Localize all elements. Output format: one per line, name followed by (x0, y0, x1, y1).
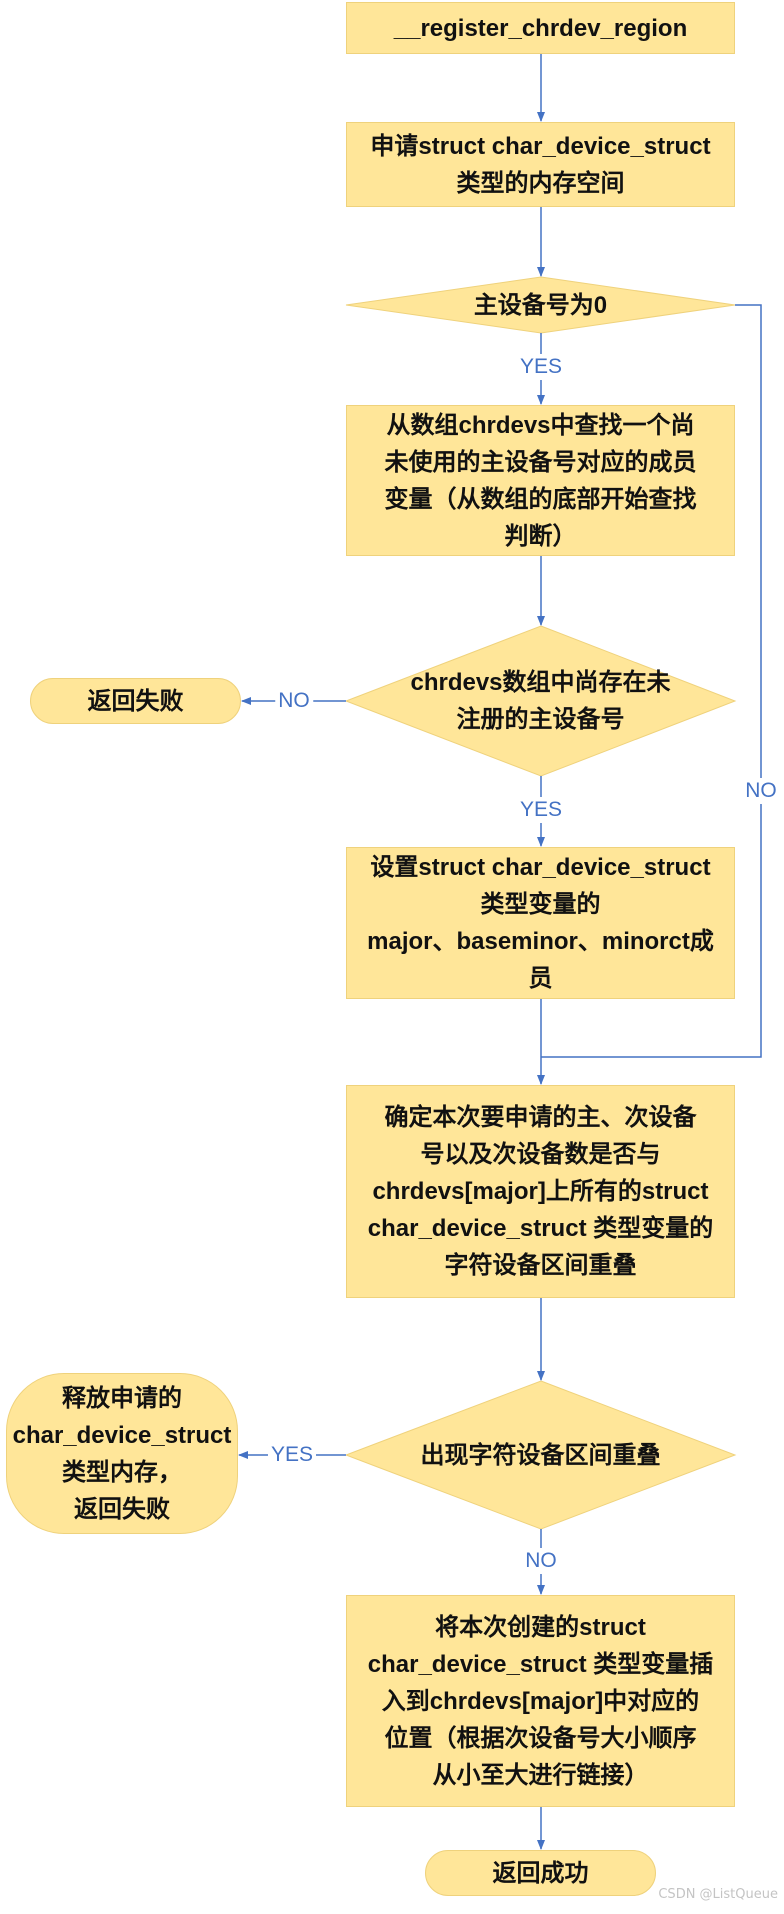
node-text-line: __register_chrdev_region (393, 14, 688, 42)
edge-label-overlap-no: NO (522, 1548, 560, 1574)
edge-major-check-no-loop (541, 304, 762, 1058)
terminal-return-fail: 返回失败 (30, 678, 241, 724)
node-text-line: 确定本次要申请的主、次设备 (384, 1104, 697, 1131)
node-text-line: 类型内存， (62, 1458, 182, 1486)
edge-label-free-major-yes: YES (516, 797, 566, 823)
edge-label-major-zero-yes: YES (516, 354, 566, 380)
decision-text-line: chrdevs数组中尚存在未 (410, 669, 671, 696)
node-text-line: 入到chrdevs[major]中对应的 (381, 1687, 700, 1715)
node-text-line: char_device_struct 类型变量插 (367, 1650, 714, 1678)
node-text-line: 返回成功 (492, 1859, 589, 1887)
node-insert-struct: 将本次创建的struct char_device_struct 类型变量插 入到… (346, 1595, 735, 1807)
terminal-free-and-return-fail: 释放申请的 char_device_struct 类型内存， 返回失败 (6, 1373, 238, 1534)
decision-text-line: 注册的主设备号 (456, 706, 625, 733)
node-text-line: 未使用的主设备号对应的成员 (384, 448, 697, 476)
decision-text-free-major: chrdevs数组中尚存在未 注册的主设备号 (346, 626, 735, 776)
node-register-chrdev-region: __register_chrdev_region (346, 2, 735, 54)
edge-label-major-zero-no: NO (742, 778, 780, 804)
node-text-line: char_device_struct 类型变量的 (367, 1215, 714, 1242)
node-text-line: chrdevs[major]上所有的struct (372, 1178, 709, 1205)
edge-label-overlap-yes: YES (267, 1442, 317, 1468)
node-text-line: 返回失败 (74, 1495, 170, 1523)
decision-text-major-zero: 主设备号为0 (346, 277, 735, 333)
edge-label-free-major-no: NO (275, 688, 313, 714)
node-text-line: 将本次创建的struct (435, 1613, 646, 1641)
node-text-line: 申请struct char_device_struct (370, 132, 711, 160)
node-text-line: major、baseminor、minorct成 (367, 928, 714, 955)
node-find-unused-major: 从数组chrdevs中查找一个尚 未使用的主设备号对应的成员 变量（从数组的底部… (346, 405, 735, 556)
decision-text-line: 主设备号为0 (473, 291, 608, 319)
node-text-line: 判断） (504, 522, 577, 550)
watermark: CSDN @ListQueue (658, 1887, 778, 1902)
node-text-line: 从数组chrdevs中查找一个尚 (386, 411, 695, 439)
node-text-line: 从小至大进行链接） (432, 1761, 649, 1789)
node-text-line: 号以及次设备数是否与 (420, 1141, 661, 1168)
node-text-line: 位置（根据次设备号大小顺序 (384, 1724, 697, 1752)
node-text-line: 员 (528, 965, 553, 992)
node-set-struct-members: 设置struct char_device_struct 类型变量的 major、… (346, 847, 735, 999)
node-text-line: 字符设备区间重叠 (444, 1252, 637, 1279)
node-text-line: 类型变量的 (480, 891, 601, 918)
node-text-line: 变量（从数组的底部开始查找 (384, 485, 697, 513)
node-alloc-struct-memory: 申请struct char_device_struct 类型的内存空间 (346, 122, 735, 207)
decision-text-line: 出现字符设备区间重叠 (420, 1441, 661, 1469)
terminal-return-success: 返回成功 (425, 1850, 656, 1896)
node-text-line: 返回失败 (87, 687, 184, 715)
decision-text-overlap: 出现字符设备区间重叠 (346, 1381, 735, 1529)
node-text-line: 设置struct char_device_struct (370, 854, 711, 881)
node-text-line: char_device_struct (12, 1421, 232, 1449)
node-overlap-check-description: 确定本次要申请的主、次设备 号以及次设备数是否与 chrdevs[major]上… (346, 1085, 735, 1298)
node-text-line: 类型的内存空间 (456, 169, 625, 197)
node-text-line: 释放申请的 (62, 1384, 182, 1412)
